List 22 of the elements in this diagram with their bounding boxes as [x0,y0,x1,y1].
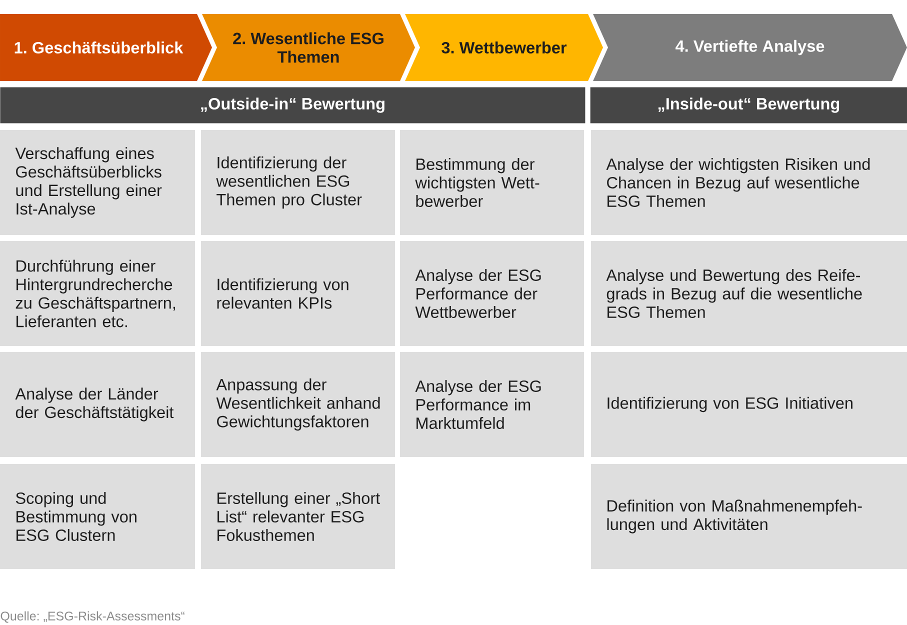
table-cell: Durchführung einer Hintergrundrecherche zu Geschäftspartnern, Lieferanten etc. [0,241,195,346]
table-cell: Identifizierung der wesentlichen ESG Themen pro Cluster [201,130,395,235]
table-cell: Identifizierung von relevanten KPIs [201,241,395,346]
header-bar: „Inside-out“ Bewertung [590,87,907,124]
source-note: Quelle: „ESG-Risk-Assessments“ [0,611,184,623]
table-cell: Analyse der wichtigsten Risiken und Chancen in Bezug auf wesentliche ESG Themen [591,130,907,235]
table-cell: Definition von Maßnahmenempfeh- lungen und Aktivitäten [591,464,907,569]
chevron-step: 4. Vertiefte Analyse [593,14,907,81]
table-cell: Bestimmung der wichtigsten Wett- bewerber [400,130,584,235]
header-bar: „Outside-in“ Bewertung [0,87,586,124]
table-cell: Erstellung einer „Short List“ relevanter ESG Fokusthemen [201,464,395,569]
table-cell: Identifizierung von ESG Initiativen [591,352,907,457]
chevron-step: 1. Geschäftsüberblick [0,14,212,81]
table-cell: Verschaffung eines Geschäftsüberblicks und Erstellung einer Ist-Analyse [0,130,195,235]
chevron-step: 2. Wesentliche ESG Themen [202,14,415,81]
table-cell: Analyse der Länder der Geschäftstätigkeit [0,352,195,457]
table-cell: Anpassung der Wesentlichkeit anhand Gewichtungsfaktoren [201,352,395,457]
table-cell: Scoping und Bestimmung von ESG Clustern [0,464,195,569]
table-cell: Analyse und Bewertung des Reife- grads in Bezug auf die wesentliche ESG Themen [591,241,907,346]
chevron-step: 3. Wettbewerber [405,14,603,81]
table-cell: Analyse der ESG Performance im Marktumfeld [400,352,584,457]
table-cell: Analyse der ESG Performance der Wettbewerber [400,241,584,346]
